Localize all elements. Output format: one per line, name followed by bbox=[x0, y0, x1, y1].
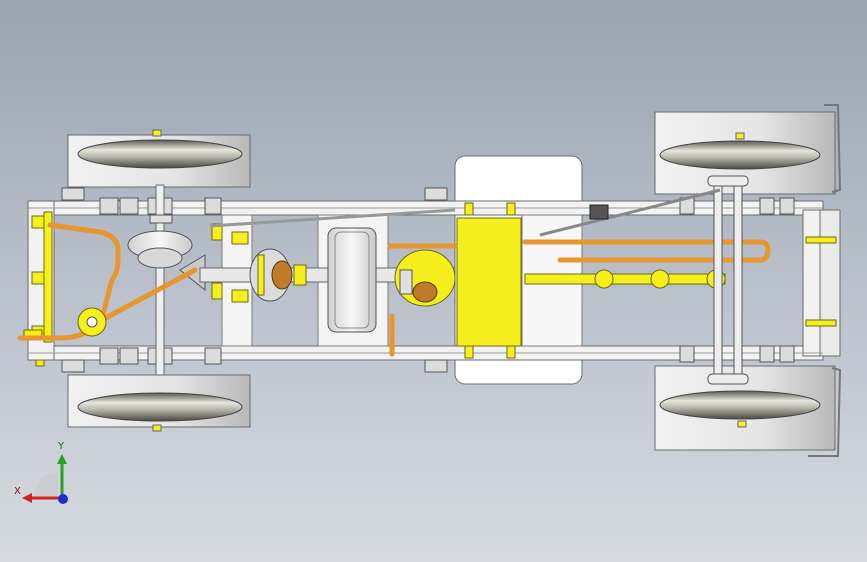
rear-right-tire[interactable] bbox=[67, 374, 251, 432]
universal-joint-front[interactable] bbox=[394, 249, 456, 307]
steering-box[interactable] bbox=[589, 204, 609, 220]
front-orange-pipes bbox=[387, 239, 771, 357]
x-axis-label: X bbox=[14, 486, 21, 497]
front-right-tire[interactable] bbox=[654, 365, 842, 457]
steering-linkage[interactable] bbox=[209, 175, 749, 385]
y-axis-label: Y bbox=[58, 441, 65, 452]
universal-joint-rear[interactable] bbox=[249, 248, 307, 302]
brake-drum[interactable] bbox=[327, 227, 377, 333]
axis-triad: Y X bbox=[14, 440, 74, 510]
z-axis-dot bbox=[58, 494, 68, 504]
engine-block[interactable] bbox=[456, 217, 522, 347]
rear-axle[interactable] bbox=[127, 184, 206, 376]
front-left-tire[interactable] bbox=[654, 104, 842, 195]
rear-yellow-brackets bbox=[23, 202, 837, 367]
rear-left-tire[interactable] bbox=[67, 129, 251, 188]
